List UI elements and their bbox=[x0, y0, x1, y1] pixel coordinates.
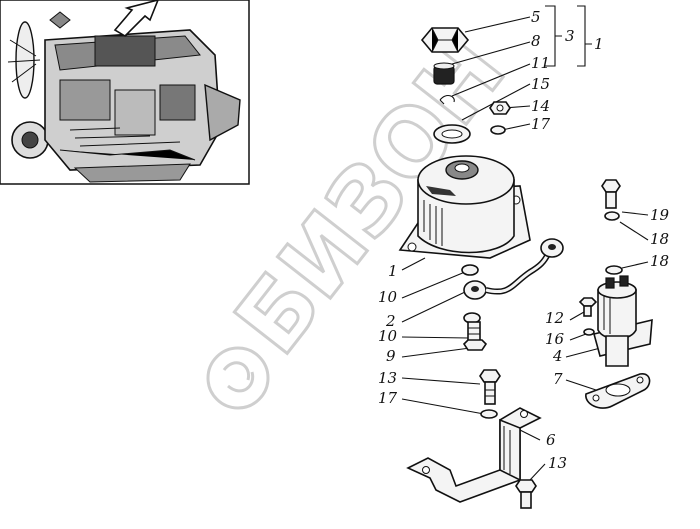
part-14-nut bbox=[489, 101, 511, 115]
leader-lines bbox=[401, 16, 649, 481]
part-13-bolt-lower bbox=[515, 479, 537, 509]
part-8-bushing bbox=[433, 62, 455, 85]
label-10-top: 10 bbox=[378, 288, 398, 306]
part-11-spring-clip bbox=[439, 94, 455, 105]
part-16-washer bbox=[583, 328, 595, 336]
part-4-valve-body bbox=[593, 275, 653, 367]
part-13-bolt-upper bbox=[479, 369, 501, 405]
part-7-gasket-plate bbox=[585, 373, 651, 409]
label-16: 16 bbox=[545, 330, 565, 348]
part-9-banjo-bolt bbox=[462, 321, 488, 351]
label-12: 12 bbox=[545, 309, 564, 327]
label-13-top: 13 bbox=[378, 369, 397, 387]
label-5: 5 bbox=[531, 8, 541, 26]
part-12-screw bbox=[578, 297, 598, 317]
group-bracket-1 bbox=[577, 5, 592, 67]
part-1-housing bbox=[398, 155, 531, 259]
part-18-washer-lower bbox=[605, 265, 623, 275]
label-1-top: 1 bbox=[594, 35, 604, 53]
part-15-gasket bbox=[433, 124, 471, 144]
group-bracket-3 bbox=[545, 5, 562, 67]
part-6-bracket bbox=[406, 407, 542, 503]
engine-illustration bbox=[7, 11, 241, 183]
label-10-low: 10 bbox=[378, 327, 398, 345]
label-4: 4 bbox=[552, 347, 563, 365]
label-13-low: 13 bbox=[548, 454, 567, 472]
label-3: 3 bbox=[565, 27, 575, 45]
label-8: 8 bbox=[531, 32, 541, 50]
part-10-washer-upper bbox=[461, 264, 479, 276]
label-7: 7 bbox=[553, 370, 563, 388]
label-11: 11 bbox=[531, 54, 550, 72]
label-6: 6 bbox=[546, 431, 556, 449]
label-17-low: 17 bbox=[378, 389, 398, 407]
label-19: 19 bbox=[650, 206, 670, 224]
label-17-top: 17 bbox=[531, 115, 551, 133]
label-2: 2 bbox=[385, 312, 396, 330]
part-18-washer-upper bbox=[604, 211, 620, 221]
part-17-washer bbox=[490, 125, 506, 135]
label-1-body: 1 bbox=[388, 262, 398, 280]
part-19-bolt bbox=[601, 179, 621, 209]
engine-inset bbox=[0, 0, 250, 185]
location-arrow-icon bbox=[113, 0, 159, 38]
part-labels: 5 8 3 1 11 15 14 17 19 18 18 1 10 2 12 1… bbox=[378, 8, 670, 472]
label-18-top: 18 bbox=[650, 230, 669, 248]
watermark-logo-icon bbox=[206, 346, 270, 410]
label-15: 15 bbox=[531, 75, 550, 93]
label-14: 14 bbox=[531, 97, 550, 115]
part-2-fitting-tube bbox=[463, 238, 564, 300]
label-18-low: 18 bbox=[650, 252, 669, 270]
part-5-hex-cap bbox=[420, 27, 470, 53]
part-17-washer-lower bbox=[480, 409, 498, 419]
label-9: 9 bbox=[386, 347, 396, 365]
